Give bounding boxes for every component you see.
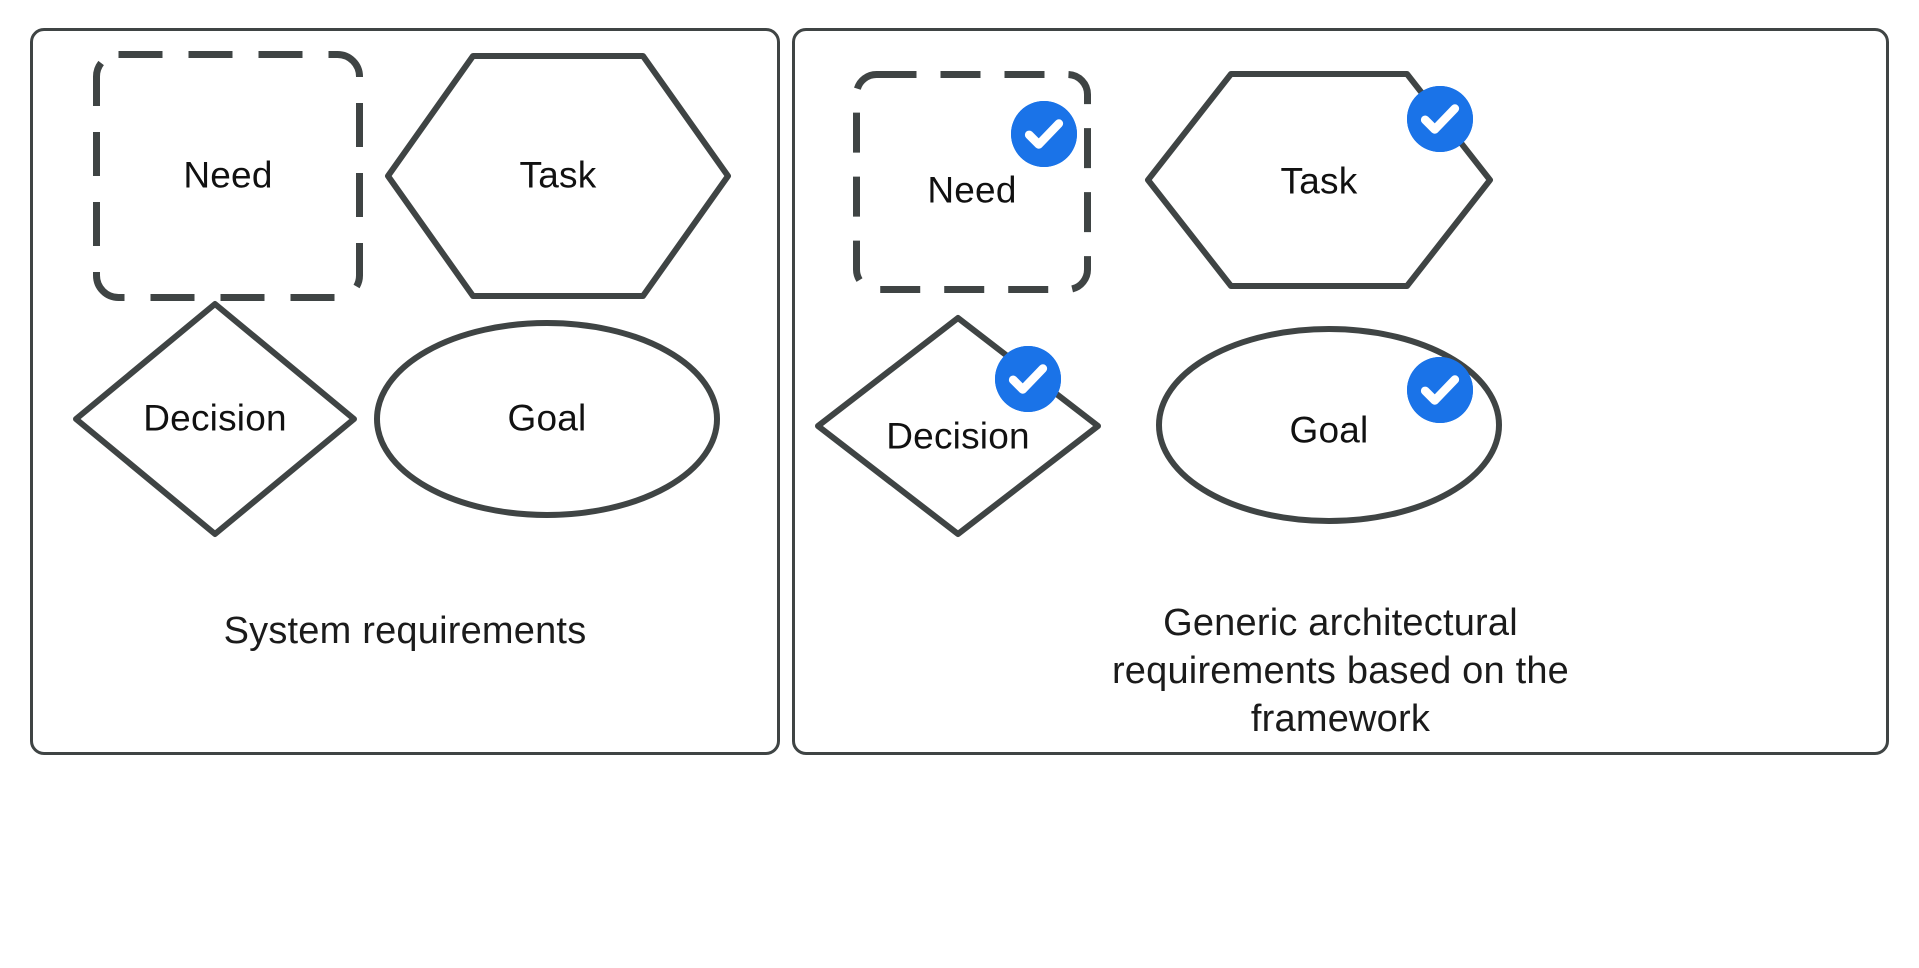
shape-goal[interactable]: Goal <box>1155 325 1503 525</box>
shape-decision[interactable]: Decision <box>813 313 1103 539</box>
ellipse-icon <box>374 320 720 518</box>
panel-generic-architectural-requirements[interactable]: Need Task <box>792 28 1889 755</box>
panel-caption-generic-architectural-requirements: Generic architectural requirements based… <box>795 599 1886 743</box>
caption-line-1: Generic architectural <box>1163 602 1518 644</box>
dashed-rounded-square-icon <box>93 51 363 301</box>
panel-caption-system-requirements: System requirements <box>223 610 587 652</box>
hexagon-icon <box>1145 71 1493 289</box>
shape-goal[interactable]: Goal <box>373 319 721 519</box>
shape-need[interactable]: Need <box>853 71 1091 293</box>
dashed-rounded-square-icon <box>853 71 1091 293</box>
check-circle-icon <box>1407 86 1473 152</box>
diamond-icon <box>73 301 357 537</box>
caption-line-3: framework <box>1250 698 1431 740</box>
check-circle-icon <box>1407 357 1473 423</box>
check-circle-icon <box>1011 101 1077 167</box>
shape-grid-right: Need Task <box>795 31 1886 571</box>
shape-decision[interactable]: Decision <box>71 299 359 539</box>
shape-grid-left: Need Task Decision <box>33 31 777 571</box>
check-circle-icon <box>995 346 1061 412</box>
caption-line-2: requirements based on the <box>1111 650 1570 692</box>
panel-system-requirements[interactable]: Need Task Decision <box>30 28 780 755</box>
ellipse-icon <box>1156 326 1502 524</box>
shape-need[interactable]: Need <box>93 51 363 301</box>
hexagon-icon <box>385 53 731 299</box>
shape-task[interactable]: Task <box>383 51 733 301</box>
shape-task[interactable]: Task <box>1143 69 1495 291</box>
